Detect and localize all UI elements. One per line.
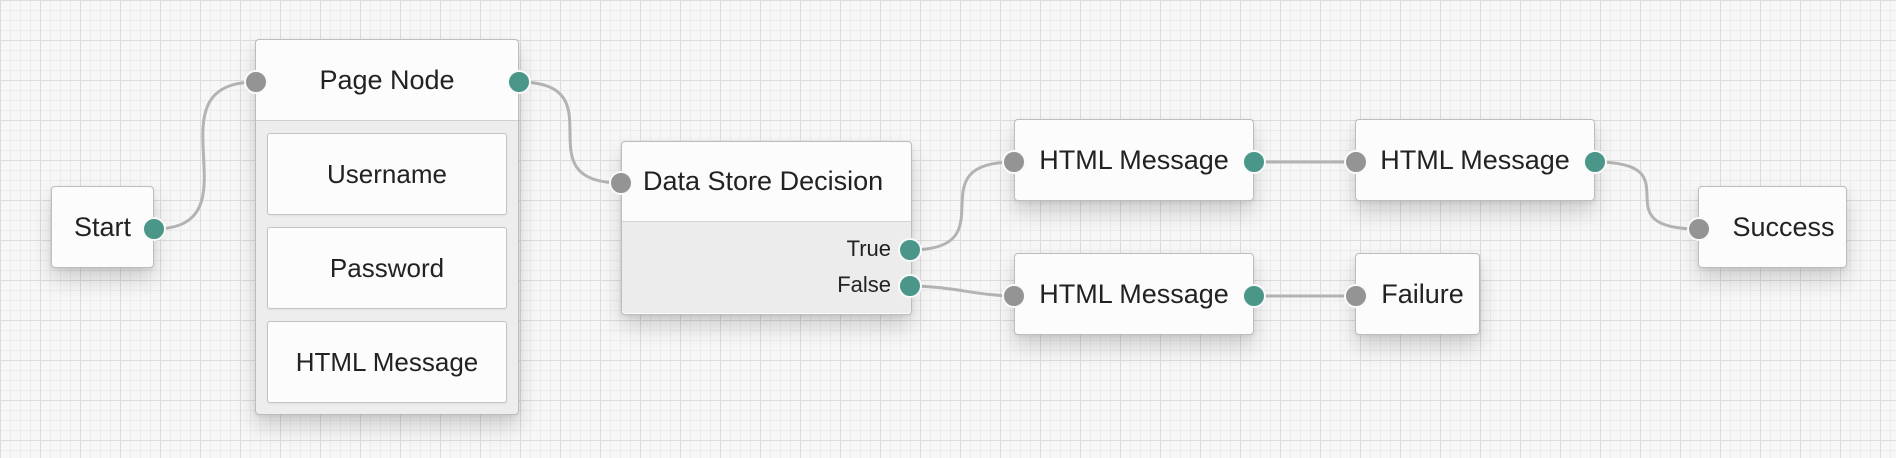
html-message-node-3[interactable]: HTML Message: [1014, 253, 1254, 335]
page-child-username[interactable]: Username: [267, 133, 507, 215]
data-store-decision-node[interactable]: Data Store Decision True False: [621, 141, 912, 315]
page-child-label: Username: [327, 158, 447, 189]
decision-node-label: Data Store Decision: [643, 166, 884, 196]
failure-node[interactable]: Failure: [1355, 253, 1480, 335]
html-message-2-label: HTML Message: [1380, 144, 1570, 175]
html-message-3-output-port[interactable]: [1242, 284, 1266, 308]
failure-node-label: Failure: [1381, 278, 1464, 309]
outcome-false-label: False: [837, 272, 891, 297]
start-node-label: Start: [73, 211, 132, 242]
page-node[interactable]: Page Node Username Password HTML Message: [255, 39, 519, 415]
page-child-password[interactable]: Password: [267, 227, 507, 309]
html-message-2-input-port[interactable]: [1344, 150, 1368, 174]
page-node-input-port[interactable]: [244, 70, 268, 94]
connector-true-to-html-message-1: [909, 160, 1015, 252]
decision-outcomes: True False: [622, 222, 911, 313]
success-node[interactable]: Success: [1698, 186, 1847, 268]
connector-start-to-page-node: [153, 80, 257, 231]
html-message-3-input-port[interactable]: [1002, 284, 1026, 308]
decision-false-output-port[interactable]: [898, 274, 922, 298]
connector-html-message-2-to-success: [1594, 160, 1700, 231]
connector-page-node-to-decision: [518, 80, 622, 185]
html-message-node-2[interactable]: HTML Message: [1355, 119, 1595, 201]
html-message-1-input-port[interactable]: [1002, 150, 1026, 174]
decision-node-header: Data Store Decision: [622, 142, 911, 222]
page-child-label: HTML Message: [295, 346, 479, 377]
page-child-label: Password: [329, 252, 445, 283]
page-child-html-message[interactable]: HTML Message: [267, 321, 507, 403]
page-node-output-port[interactable]: [507, 70, 531, 94]
html-message-2-output-port[interactable]: [1583, 150, 1607, 174]
connector-false-to-html-message-3: [909, 284, 1015, 298]
html-message-1-output-port[interactable]: [1242, 150, 1266, 174]
outcome-true-label: True: [846, 236, 891, 261]
failure-input-port[interactable]: [1344, 284, 1368, 308]
page-node-header: Page Node: [256, 40, 518, 121]
html-message-3-label: HTML Message: [1039, 278, 1229, 309]
success-node-label: Success: [1732, 211, 1835, 242]
decision-input-port[interactable]: [609, 171, 633, 195]
decision-true-output-port[interactable]: [898, 238, 922, 262]
html-message-node-1[interactable]: HTML Message: [1014, 119, 1254, 201]
success-input-port[interactable]: [1687, 217, 1711, 241]
html-message-1-label: HTML Message: [1039, 144, 1229, 175]
start-output-port[interactable]: [142, 217, 166, 241]
start-node[interactable]: Start: [51, 186, 154, 268]
page-node-label: Page Node: [319, 64, 455, 95]
